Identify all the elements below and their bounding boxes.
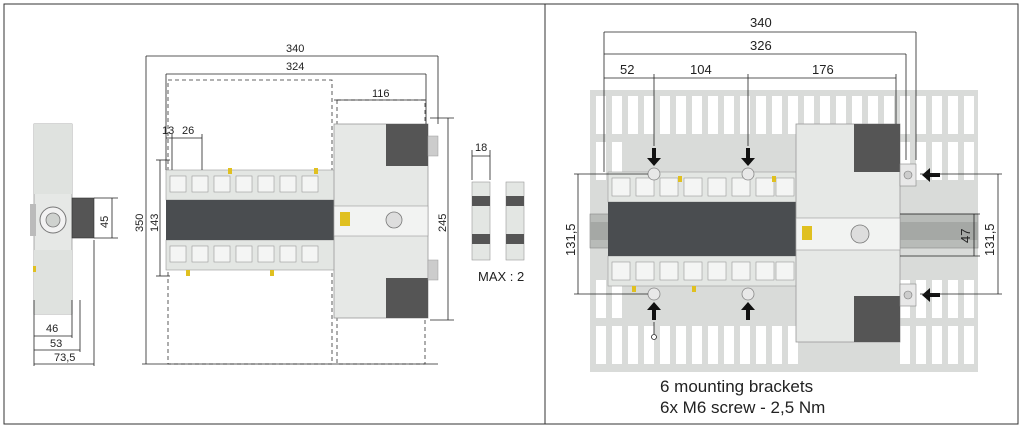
front-dim-324: 324	[286, 61, 304, 73]
front-dim-143: 143	[149, 214, 161, 232]
right-dim-52: 52	[620, 62, 634, 77]
front-dim-116: 116	[372, 88, 390, 100]
right-dim-47: 47	[958, 229, 973, 243]
side-dim-73-5: 73,5	[54, 352, 75, 364]
front-dim-245: 245	[437, 214, 449, 232]
front-view	[165, 79, 439, 365]
right-panel-dimensions: 340 326 52 104 176 131,5 47 131,5	[563, 15, 1002, 340]
switch-assembly	[607, 123, 901, 343]
accessory-dim-18: 18	[475, 142, 487, 154]
accessory-bridges: 18 MAX : 2	[471, 142, 525, 284]
right-panel-frame	[544, 3, 1019, 425]
note-mounting-brackets: 6 mounting brackets	[660, 377, 813, 396]
front-dim-26: 26	[182, 125, 194, 137]
right-dim-340: 340	[750, 15, 772, 30]
right-dim-104: 104	[690, 62, 712, 77]
right-dim-326: 326	[750, 38, 772, 53]
mounting-bracket-markers	[647, 163, 917, 307]
right-dim-176: 176	[812, 62, 834, 77]
side-view	[30, 123, 95, 315]
side-dim-53: 53	[50, 338, 62, 350]
note-screw-spec: 6x M6 screw - 2,5 Nm	[660, 398, 825, 417]
right-dim-left-131-5: 131,5	[563, 223, 578, 256]
front-dim-13: 13	[162, 125, 174, 137]
front-view-dimensions: 340 324 116 13 26 350 143 245	[134, 43, 454, 365]
front-dim-350: 350	[134, 214, 146, 232]
bracket-arrows	[647, 148, 940, 320]
side-view-dimensions: 45 46 53 73,5	[33, 197, 118, 366]
accessory-max-label: MAX : 2	[478, 269, 524, 284]
side-dim-45: 45	[99, 216, 111, 228]
front-dim-340: 340	[286, 43, 304, 55]
right-dim-right-131-5: 131,5	[982, 223, 997, 256]
side-dim-46: 46	[46, 323, 58, 335]
